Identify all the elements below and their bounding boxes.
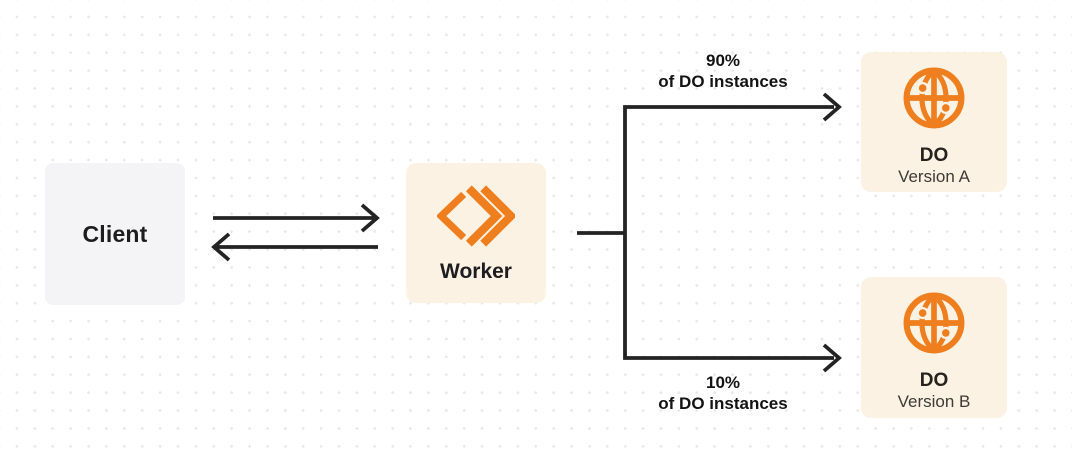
worker-to-client-arrow [211, 232, 378, 262]
do-version-a-subtitle: Version A [898, 167, 970, 186]
do-version-b-subtitle: Version B [897, 392, 971, 411]
edge-label-version-b-percent: 10% [705, 373, 741, 392]
edge-label-version-b-caption: of DO instances [658, 394, 788, 413]
do-version-a-title: DO [919, 145, 949, 166]
edge-label-version-b: 10% of DO instances [623, 372, 823, 414]
do-version-b-node: DO Version B [861, 277, 1007, 418]
arrowhead-version-a [822, 92, 842, 122]
cloudflare-workers-icon [437, 185, 515, 247]
branch-trunk [623, 105, 834, 360]
arrowhead-version-b [822, 343, 842, 373]
edge-label-version-a-caption: of DO instances [658, 72, 788, 91]
do-version-b-title: DO [919, 370, 949, 391]
globe-icon [903, 67, 965, 129]
worker-label: Worker [440, 260, 512, 283]
client-node: Client [45, 163, 185, 305]
globe-icon [903, 292, 965, 354]
do-version-a-node: DO Version A [861, 52, 1007, 192]
edge-label-version-a-percent: 90% [705, 51, 741, 70]
worker-node: Worker [406, 163, 546, 303]
edge-label-version-a: 90% of DO instances [623, 50, 823, 92]
client-to-worker-arrow [213, 203, 380, 233]
client-label: Client [82, 220, 148, 247]
